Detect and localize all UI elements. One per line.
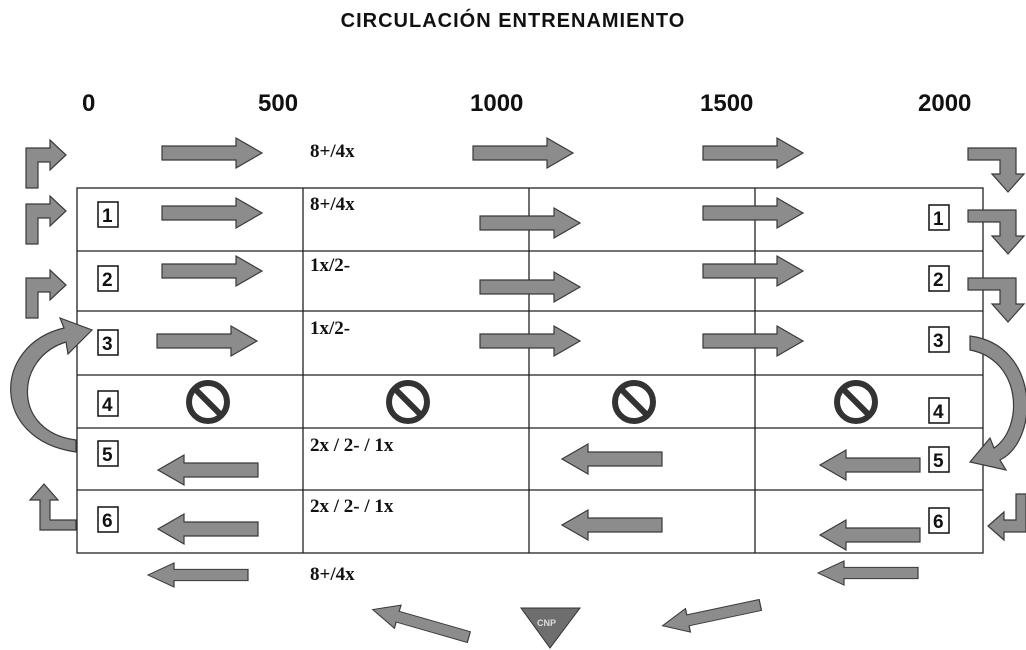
right-arrow-icon bbox=[702, 255, 804, 287]
lane-number-4: 4 bbox=[102, 395, 113, 416]
lane-number-6: 6 bbox=[102, 511, 113, 532]
distance-label-1500: 1500 bbox=[700, 90, 754, 117]
distance-label-2000: 2000 bbox=[918, 90, 972, 117]
distance-label-0: 0 bbox=[82, 90, 96, 117]
left-arrow-icon bbox=[561, 509, 663, 541]
right-arrow-icon bbox=[702, 197, 804, 229]
lane-number-3: 3 bbox=[933, 331, 944, 352]
elbow-arrow-icon bbox=[25, 269, 67, 319]
left-arrow-icon bbox=[819, 449, 921, 481]
lane-number-1: 1 bbox=[933, 209, 944, 230]
left-arrow-icon bbox=[819, 519, 921, 551]
right-arrow-icon bbox=[702, 137, 804, 169]
set-label-lane-2: 1x/2- bbox=[310, 255, 350, 276]
lane-number-6: 6 bbox=[933, 512, 944, 533]
lane-number-5: 5 bbox=[933, 451, 944, 472]
left-arrow-icon bbox=[157, 513, 259, 545]
diagonal-arrow-icon bbox=[368, 597, 473, 650]
set-label-lane-5: 2x / 2- / 1x bbox=[310, 435, 394, 456]
right-arrow-icon bbox=[479, 271, 581, 303]
lane-number-2: 2 bbox=[102, 270, 113, 291]
elbow-arrow-icon bbox=[25, 195, 67, 245]
set-label-top: 8+/4x bbox=[310, 141, 355, 162]
curved-arrow-icon bbox=[968, 335, 1026, 471]
right-arrow-icon bbox=[161, 255, 263, 287]
right-arrow-icon bbox=[479, 325, 581, 357]
elbow-arrow-icon bbox=[967, 147, 1025, 193]
left-arrow-icon bbox=[817, 560, 919, 586]
right-arrow-icon bbox=[472, 137, 574, 169]
pool-outline bbox=[76, 187, 984, 554]
lane-number-2: 2 bbox=[933, 270, 944, 291]
elbow-arrow-icon bbox=[967, 277, 1025, 323]
right-arrow-icon bbox=[479, 207, 581, 239]
left-arrow-icon bbox=[157, 454, 259, 486]
right-arrow-icon bbox=[156, 325, 258, 357]
right-arrow-icon bbox=[161, 137, 263, 169]
elbow-arrow-icon bbox=[987, 493, 1026, 542]
lane-number-3: 3 bbox=[102, 334, 113, 355]
elbow-arrow-icon bbox=[967, 209, 1025, 255]
no-entry-icon bbox=[612, 380, 656, 424]
right-arrow-icon bbox=[702, 325, 804, 357]
set-label-lane-3: 1x/2- bbox=[310, 318, 350, 339]
no-entry-icon bbox=[834, 380, 878, 424]
diagonal-arrow-icon bbox=[659, 592, 764, 639]
distance-label-500: 500 bbox=[258, 90, 299, 117]
set-label-lane-1: 8+/4x bbox=[310, 194, 355, 215]
elbow-arrow-icon bbox=[25, 139, 67, 189]
left-arrow-icon bbox=[561, 443, 663, 475]
lane-number-1: 1 bbox=[102, 206, 113, 227]
club-logo: CNP bbox=[520, 607, 581, 649]
lane-number-4: 4 bbox=[933, 402, 944, 423]
no-entry-icon bbox=[186, 380, 230, 424]
set-label-lane-6: 2x / 2- / 1x bbox=[310, 496, 394, 517]
right-arrow-icon bbox=[161, 197, 263, 229]
left-arrow-icon bbox=[147, 562, 249, 588]
distance-label-1000: 1000 bbox=[470, 90, 524, 117]
lane-number-5: 5 bbox=[102, 445, 113, 466]
set-label-bottom: 8+/4x bbox=[310, 564, 355, 585]
curved-arrow-icon bbox=[10, 316, 94, 453]
no-entry-icon bbox=[386, 380, 430, 424]
elbow-arrow-icon bbox=[28, 483, 77, 531]
logo-text: CNP bbox=[537, 618, 556, 628]
diagram-title: CIRCULACIÓN ENTRENAMIENTO bbox=[340, 10, 686, 32]
